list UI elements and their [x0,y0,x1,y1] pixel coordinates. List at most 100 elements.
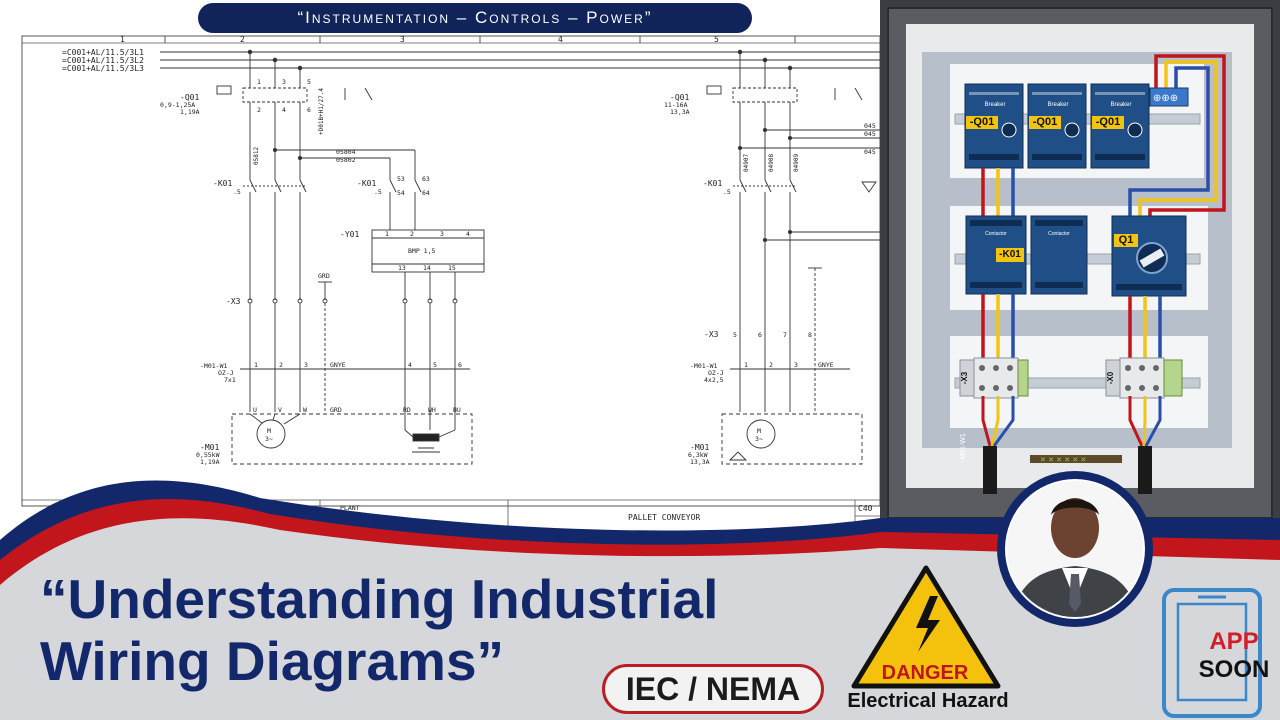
contactor-sub: .5 [233,188,241,196]
motor-symbol: M [757,427,761,435]
cable-core: 5 [433,361,437,369]
pole-number: 4 [282,106,286,114]
contactor-sub: .5 [723,188,731,196]
motor-lead: U [253,406,257,414]
isolator-q1 [1111,215,1187,297]
aux-number: 53 [397,175,405,183]
pole-number: 3 [282,78,286,86]
pole-number: 1 [257,78,261,86]
cable-type: OZ-J [708,369,724,377]
breaker-2 [1027,83,1087,169]
motor-power: 0,55kW [196,451,220,459]
breaker-tag: -Q01 [1095,116,1121,128]
breaker-3 [1090,83,1150,169]
breaker-row [964,83,1150,169]
contactor-2 [1030,215,1088,295]
title-block-plant: PLANT [340,504,360,512]
title-block-desig: DESI [856,521,872,529]
cable-size: 7x1 [224,376,236,384]
breaker-range: 0,9-1,25A [160,101,195,109]
breaker-tag: -Q01 [969,116,995,128]
cable-core: GNYE [330,361,346,369]
wire-id: 04907 [743,154,750,172]
bus-label-l1: =C001+AL/11.5/3L1 [62,48,144,57]
terminal-number: 5 [733,331,737,339]
motor-lead: GRD [330,406,342,414]
contactor-tag: -K01 [999,249,1021,260]
wire-stub: 045 [864,122,876,130]
page-title: “Understanding Industrial Wiring Diagram… [40,568,880,692]
cable-tag: -M01-W1 [690,362,717,370]
motor-power: 6,3kW [688,451,708,459]
breaker-tag: -Q01 [670,93,689,102]
cable-core: 2 [279,361,283,369]
wire-id: 05812 [253,147,260,165]
wire-id: 05802 [336,156,356,164]
motor-symbol: M [267,427,271,435]
lightning-icon [916,596,940,652]
bus-lines [160,51,880,69]
cable-core: 3 [794,361,798,369]
brake-pin: 1 [385,230,389,238]
pole-number: 6 [307,106,311,114]
brake-lead: RD [403,406,411,414]
brake-pin: 4 [466,230,470,238]
hazard-caption: Electrical Hazard [847,690,1009,712]
terminal-strip-x0 [1105,357,1183,399]
brake-label: BMP 1,5 [408,247,435,255]
terminal-number: 8 [808,331,812,339]
wire-id: 04908 [768,154,775,172]
aux-contactor-tag: -K01 [357,179,376,188]
pole-number: 5 [307,78,311,86]
breaker-brand: Breaker [1047,102,1069,108]
app-badge: APP SOON [1192,628,1276,684]
app-badge-line-2: SOON [1198,656,1270,683]
svg-text:⊕⊕⊕: ⊕⊕⊕ [1153,93,1178,104]
terminal-strip-label: -X0 [1106,371,1115,385]
cable-tag: -M01-W1 [200,362,227,370]
brake-pin: 14 [423,264,431,272]
cable-core: 6 [458,361,462,369]
motor-current: 1,19A [200,458,220,466]
brake-pin: 3 [440,230,444,238]
brake-lead: BU [453,406,461,414]
contactor-tag: -K01 [703,179,722,188]
aux-contactor-sub: .5 [374,188,382,196]
brake-lead: WH [428,406,436,414]
cable-size: 4x2,5 [704,376,724,384]
terminal-number: 7 [783,331,787,339]
cable-core: GNYE [818,361,834,369]
terminal-strip-x3 [959,357,1029,399]
cable-core: 3 [304,361,308,369]
aux-number: 54 [397,189,405,197]
left-circuit-labels: -Q01 0,9-1,25A 1,19A 1 3 5 2 4 6 +D01B+H… [160,78,470,466]
motor-tag: -M01 [690,443,709,452]
contactor-brand: Contactor [985,231,1007,237]
wiring-diagram: 1 2 3 4 5 =C001+AL/11.5/3L1 =C001+AL/11.… [21,35,880,540]
aux-side-ref: +D01B+H1/27.4 [318,88,325,135]
column-number: 5 [714,35,719,44]
terminal-tag: -X3 [226,297,241,306]
danger-sign-text: DANGER [881,662,969,684]
motor-current: 13,3A [690,458,710,466]
contactor-tag: -K01 [213,179,232,188]
title-block-drawing: PALLET CONVEYOR [628,513,700,522]
svg-text:✕ ✕ ✕ ✕ ✕ ✕: ✕ ✕ ✕ ✕ ✕ ✕ [1040,456,1086,464]
motor-phase: 3~ [755,435,763,443]
aux-number: 63 [422,175,430,183]
contactor-brand: Contactor [1048,231,1070,237]
cable-type: OZ-J [218,369,234,377]
motor-phase: 3~ [265,435,273,443]
column-number: 1 [120,35,125,44]
bus-label-l3: =C001+AL/11.5/3L3 [62,64,144,73]
wire-stub: 045 [864,130,876,138]
breaker-brand: Breaker [984,102,1006,108]
motor-tag: -M01 [200,443,219,452]
column-number: 3 [400,35,405,44]
column-numbers: 1 2 3 4 5 [120,35,796,44]
terminal-strip-label: -X3 [960,371,969,385]
terminal-tag: -X3 [704,330,719,339]
cable-core: 1 [744,361,748,369]
standards-badge: IEC / NEMA [602,664,824,714]
contactor-1 [965,215,1027,295]
